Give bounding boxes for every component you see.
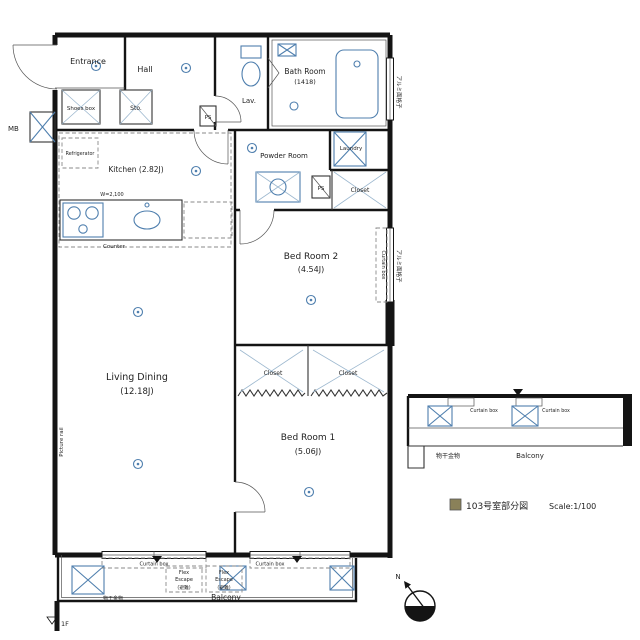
bath-counter-icon	[277, 43, 297, 57]
label-ps-2: PS	[318, 186, 325, 192]
label-flex-escape-1a: Flex	[179, 570, 189, 576]
compass-icon: N	[395, 573, 436, 622]
label-lavatory: Lav.	[242, 97, 256, 105]
flex-escape-box	[165, 565, 203, 593]
label-curtain-box-bed1: Curtain box	[256, 562, 285, 568]
label-hall: Hall	[137, 65, 152, 74]
label-flex-escape-2a: Flex	[219, 570, 229, 576]
label-window-grille-2: アルミ面格子	[395, 250, 403, 283]
label-detail-curtain-box-1: Curtain box	[470, 408, 498, 414]
closet-powder	[333, 171, 387, 209]
pipe-shaft-2	[311, 175, 331, 199]
label-closet-3: Closet	[351, 187, 370, 194]
label-bed-room-1-size: (5.06J)	[295, 447, 321, 456]
label-floor-marker: 1F	[61, 620, 69, 628]
refrigerator-box	[61, 137, 99, 169]
ceiling-light-icon	[303, 486, 315, 498]
label-bath-room: Bath Room	[284, 67, 325, 76]
label-window-grille-1: アルミ面格子	[395, 76, 403, 109]
closet-bedroom1	[237, 349, 388, 397]
label-mb: MB	[8, 125, 19, 133]
balcony-parapet	[56, 555, 358, 603]
shower-icon	[289, 101, 299, 111]
legend-scale: Scale:1/100	[549, 502, 596, 511]
curtain-boxes	[101, 227, 388, 569]
label-flex-escape-2c: (避難)	[217, 584, 230, 591]
ceiling-light-icon	[190, 165, 202, 177]
label-bed-room-2-size: (4.54J)	[298, 265, 324, 274]
ac-unit-icon	[71, 565, 105, 595]
label-storage: Sto.	[130, 105, 142, 112]
label-counter: Counter	[103, 244, 126, 250]
pipe-shaft-1	[199, 105, 217, 127]
ceiling-light-icon	[132, 458, 144, 470]
kitchen-area	[58, 132, 233, 248]
exterior-walls	[52, 32, 395, 631]
label-balcony: Balcony	[211, 593, 241, 602]
ac-unit-icon	[329, 565, 355, 591]
label-laundry: Laundry	[340, 146, 363, 152]
flex-escape-box	[205, 565, 243, 593]
label-detail-balcony: Balcony	[516, 452, 544, 460]
ceiling-light-icon	[305, 294, 317, 306]
interior-walls	[55, 35, 390, 555]
washbasin-icon	[255, 171, 301, 203]
label-closet-1: Closet	[264, 370, 283, 377]
compass-north-label: N	[395, 573, 400, 581]
label-flex-escape-1b: Escape	[175, 577, 193, 583]
label-bed-room-2: Bed Room 2	[284, 252, 339, 262]
label-living-dining-size: (12.18J)	[120, 387, 153, 397]
legend-title: 103号室部分図	[466, 500, 528, 512]
stove-icon	[62, 202, 104, 238]
label-flex-escape-1c: (避難)	[177, 584, 190, 591]
bath-area	[271, 39, 387, 127]
windows	[101, 57, 394, 559]
bathtub-icon	[335, 49, 379, 119]
ceiling-light-icon	[132, 306, 144, 318]
label-powder-room: Powder Room	[260, 152, 308, 160]
washer-pan-icon	[333, 131, 367, 167]
ac-unit-icon	[427, 405, 453, 427]
label-counter-width: W=2,100	[100, 192, 123, 198]
label-detail-curtain-box-2: Curtain box	[542, 408, 570, 414]
label-living-dining: Living Dining	[106, 372, 168, 383]
label-bath-room-size: (1418)	[294, 78, 316, 86]
markers	[46, 556, 302, 625]
label-refrigerator: Refrigerator	[66, 151, 95, 157]
label-ps-1: PS	[205, 115, 212, 121]
label-shoes-box: Shoes box	[67, 106, 96, 112]
label-curtain-box-living: Curtain box	[140, 562, 169, 568]
shoes-box	[61, 89, 101, 125]
label-laundry-pole: 物干金物	[103, 595, 123, 602]
storage-cabinet	[119, 89, 153, 125]
ceiling-light-icon	[246, 142, 258, 154]
legend-swatch	[449, 498, 462, 511]
balcony-equipment	[71, 565, 355, 595]
label-entrance: Entrance	[70, 57, 106, 66]
label-flex-escape-2b: Escape	[215, 577, 233, 583]
ceiling-light-icon	[90, 60, 102, 72]
ceiling-light-icon	[180, 62, 192, 74]
label-detail-laundry-pole: 物干金物	[436, 452, 460, 460]
legend: 103号室部分図 Scale:1/100	[449, 498, 596, 512]
ceiling-lights	[90, 60, 317, 498]
balcony-detail-drawing	[406, 389, 632, 469]
label-curtain-box-bed2: Curtain box	[380, 251, 386, 280]
ac-unit-icon	[511, 405, 539, 427]
toilet-icon	[240, 45, 262, 87]
kitchen-sink-icon	[133, 202, 161, 230]
meter-box-icon	[29, 111, 56, 143]
label-kitchen: Kitchen (2.82J)	[108, 165, 163, 174]
label-closet-2: Closet	[339, 370, 358, 377]
label-bed-room-1: Bed Room 1	[281, 433, 336, 443]
label-picture-rail: Picture rail	[59, 427, 65, 457]
